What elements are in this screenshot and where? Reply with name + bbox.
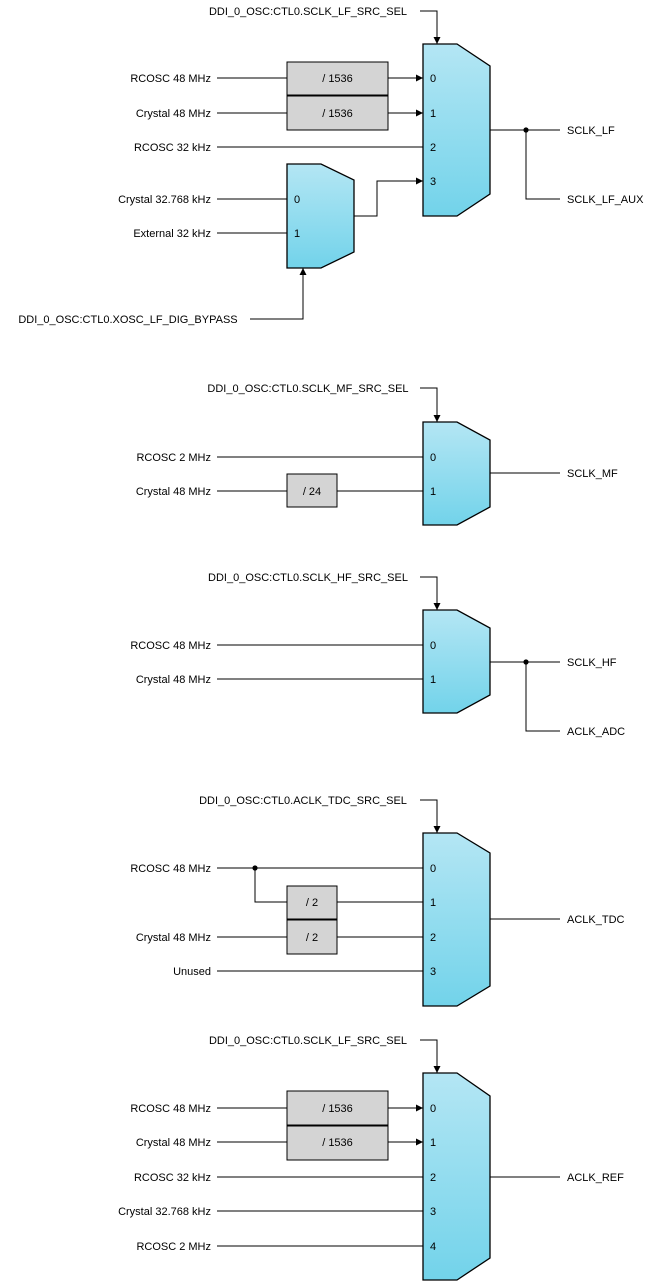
aclk-tdc-port-3: 3 (430, 966, 436, 978)
sclk-lf-port-0: 0 (430, 73, 436, 85)
aclk-ref-input-rcosc-48mhz: RCOSC 48 MHz (130, 1103, 211, 1115)
sclk-lf-input-rcosc-48mhz: RCOSC 48 MHz (130, 73, 211, 85)
aclk-ref-divider-1-label: / 1536 (322, 1137, 353, 1149)
aclk-ref-mux (422, 1072, 491, 1281)
aclk-tdc-block: DDI_0_OSC:CTL0.ACLK_TDC_SRC_SEL 0 1 2 3 … (130, 795, 625, 1007)
aclk-tdc-divider-0 (286, 885, 338, 920)
aclk-tdc-port-1: 1 (430, 897, 436, 909)
wire (420, 1039, 441, 1073)
sclk-lf-mux (422, 43, 491, 217)
aclk-ref-divider-1 (286, 1125, 389, 1161)
aclk-tdc-input-unused: Unused (173, 966, 211, 978)
sclk-mf-mux (422, 421, 491, 526)
aclk-tdc-divider-1-label: / 2 (306, 932, 318, 944)
aclk-ref-select-label: DDI_0_OSC:CTL0.SCLK_LF_SRC_SEL (209, 1035, 407, 1047)
wire (420, 387, 441, 422)
xosc-lf-submux (286, 163, 355, 269)
sclk-lf-divider-0 (286, 61, 389, 96)
sclk-mf-block: DDI_0_OSC:CTL0.SCLK_MF_SRC_SEL 0 1 RCOSC… (136, 383, 618, 526)
aclk-tdc-port-2: 2 (430, 932, 436, 944)
sclk-lf-select-wire (420, 10, 441, 44)
sclk-lf-block: DDI_0_OSC:CTL0.SCLK_LF_SRC_SEL 0 1 2 3 R… (18, 6, 644, 326)
aclk-tdc-port-0: 0 (430, 863, 436, 875)
sclk-hf-block: DDI_0_OSC:CTL0.SCLK_HF_SRC_SEL 0 1 RCOSC… (130, 572, 625, 738)
sclk-lf-divider-1 (286, 95, 389, 131)
aclk-tdc-select-label: DDI_0_OSC:CTL0.ACLK_TDC_SRC_SEL (199, 795, 407, 807)
wire (250, 268, 307, 320)
dot (523, 659, 529, 665)
aclk-tdc-input-crystal-48mhz: Crystal 48 MHz (136, 932, 211, 944)
aclk-tdc-output: ACLK_TDC (567, 914, 625, 926)
wire (525, 662, 560, 732)
sclk-mf-port-1: 1 (430, 486, 436, 498)
sclk-mf-divider-label: / 24 (303, 486, 321, 498)
sclk-lf-divider-1-label: / 1536 (322, 108, 353, 120)
sclk-hf-port-1: 1 (430, 674, 436, 686)
sclk-mf-select-label: DDI_0_OSC:CTL0.SCLK_MF_SRC_SEL (207, 383, 408, 395)
sclk-hf-mux (422, 609, 491, 714)
wire (254, 868, 287, 903)
aclk-ref-input-rcosc-32khz: RCOSC 32 kHz (134, 1172, 211, 1184)
sclk-hf-port-0: 0 (430, 640, 436, 652)
sclk-lf-divider-0-label: / 1536 (322, 73, 353, 85)
wire (354, 177, 423, 217)
dot (523, 127, 529, 133)
aclk-ref-divider-0-label: / 1536 (322, 1103, 353, 1115)
aclk-tdc-divider-0-label: / 2 (306, 897, 318, 909)
aclk-ref-block: DDI_0_OSC:CTL0.SCLK_LF_SRC_SEL 0 1 2 3 4… (118, 1035, 624, 1281)
sclk-hf-input-rcosc-48mhz: RCOSC 48 MHz (130, 640, 211, 652)
aclk-tdc-divider-1 (286, 919, 338, 955)
wire (420, 576, 441, 610)
aclk-ref-input-rcosc-2mhz: RCOSC 2 MHz (136, 1241, 211, 1253)
submux-input-crystal-32khz: Crystal 32.768 kHz (118, 194, 211, 206)
aclk-ref-port-3: 3 (430, 1206, 436, 1218)
sclk-mf-output: SCLK_MF (567, 468, 618, 480)
aclk-tdc-input-rcosc-48mhz: RCOSC 48 MHz (130, 863, 211, 875)
submux-port-0: 0 (294, 194, 300, 206)
submux-input-external-32khz: External 32 kHz (133, 228, 211, 240)
aclk-adc-output: ACLK_ADC (567, 726, 625, 738)
sclk-lf-input-crystal-48mhz: Crystal 48 MHz (136, 108, 211, 120)
sclk-hf-output: SCLK_HF (567, 657, 617, 669)
aclk-ref-input-crystal-32khz: Crystal 32.768 kHz (118, 1206, 211, 1218)
sclk-mf-input-rcosc-2mhz: RCOSC 2 MHz (136, 452, 211, 464)
aclk-ref-port-2: 2 (430, 1172, 436, 1184)
sclk-lf-select-label: DDI_0_OSC:CTL0.SCLK_LF_SRC_SEL (209, 6, 407, 18)
sclk-mf-port-0: 0 (430, 452, 436, 464)
aclk-ref-input-crystal-48mhz: Crystal 48 MHz (136, 1137, 211, 1149)
submux-select-label: DDI_0_OSC:CTL0.XOSC_LF_DIG_BYPASS (18, 314, 237, 326)
aclk-ref-output: ACLK_REF (567, 1172, 624, 1184)
sclk-hf-select-label: DDI_0_OSC:CTL0.SCLK_HF_SRC_SEL (208, 572, 408, 584)
sclk-lf-port-1: 1 (430, 108, 436, 120)
sclk-lf-input-rcosc-32khz: RCOSC 32 kHz (134, 142, 211, 154)
sclk-hf-input-crystal-48mhz: Crystal 48 MHz (136, 674, 211, 686)
wire (525, 130, 560, 200)
sclk-lf-port-2: 2 (430, 142, 436, 154)
aclk-ref-port-1: 1 (430, 1137, 436, 1149)
sclk-mf-input-crystal-48mhz: Crystal 48 MHz (136, 486, 211, 498)
sclk-lf-port-3: 3 (430, 176, 436, 188)
aclk-tdc-mux (422, 832, 491, 1007)
sclk-lf-aux-output: SCLK_LF_AUX (567, 194, 644, 206)
aclk-ref-port-0: 0 (430, 1103, 436, 1115)
aclk-ref-port-4: 4 (430, 1241, 436, 1253)
sclk-lf-output: SCLK_LF (567, 125, 615, 137)
wire (420, 799, 441, 833)
submux-port-1: 1 (294, 228, 300, 240)
